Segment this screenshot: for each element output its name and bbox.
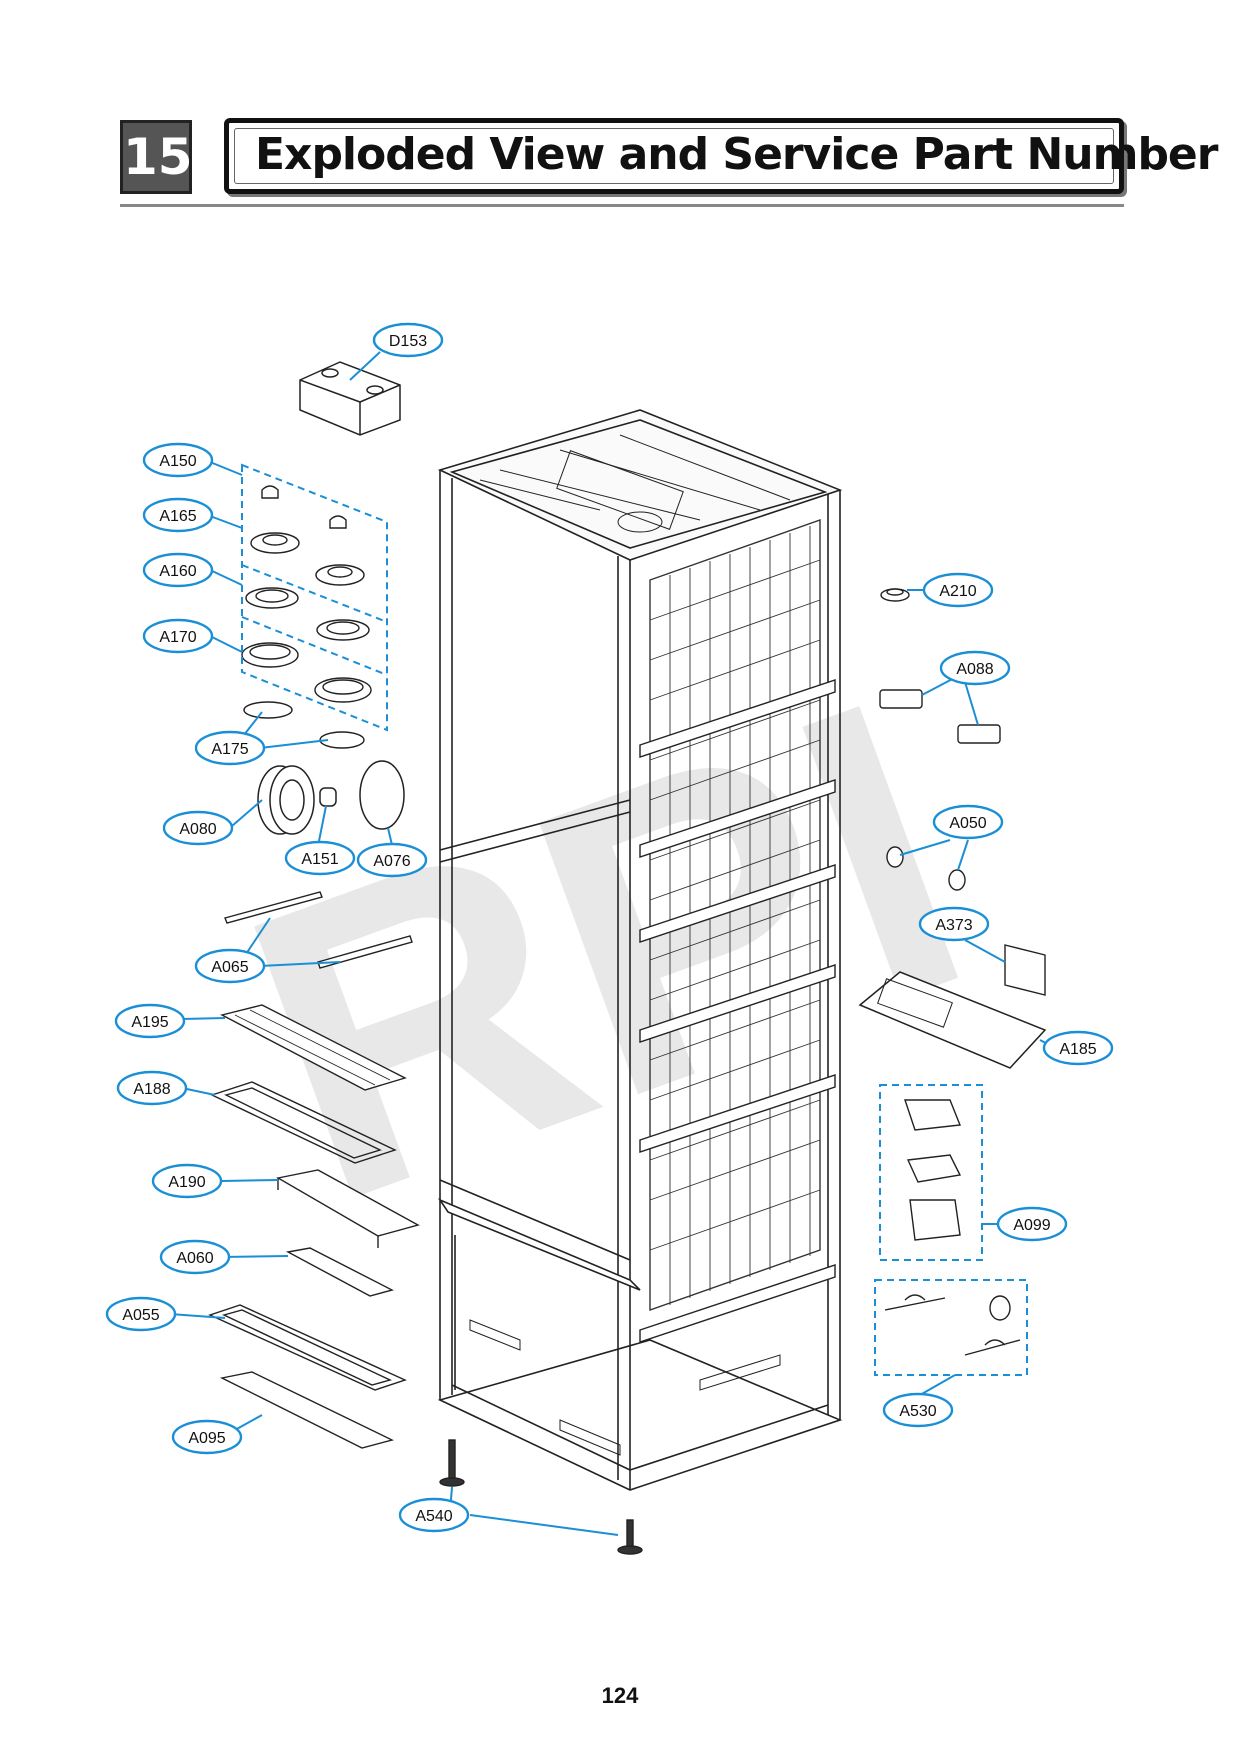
part-a210-drawing	[880, 588, 910, 602]
callout-a185: A185	[1042, 1030, 1114, 1066]
callout-a076: A076	[356, 842, 428, 878]
part-a060-a055-a095-drawings	[208, 1247, 407, 1449]
title-underline	[120, 204, 1124, 207]
part-a088-drawings	[879, 689, 1001, 744]
callout-a190: A190	[151, 1163, 223, 1199]
part-d153-drawing	[299, 361, 401, 436]
svg-text:A210: A210	[939, 583, 976, 600]
refrigerator-cabinet-frame	[437, 409, 843, 1491]
callout-a060: A060	[159, 1239, 231, 1275]
part-a195-a188-a190-drawings	[210, 1004, 420, 1248]
section-number-badge: 15	[120, 120, 193, 194]
callout-a065: A065	[194, 948, 266, 984]
svg-text:A050: A050	[949, 815, 986, 832]
callout-a195: A195	[114, 1003, 186, 1039]
part-a050-drawings	[886, 846, 966, 891]
svg-text:A165: A165	[159, 508, 196, 525]
leader-lines	[169, 351, 1056, 1536]
svg-text:A150: A150	[159, 453, 196, 470]
svg-text:A540: A540	[415, 1508, 452, 1525]
callout-a095: A095	[171, 1419, 243, 1455]
svg-text:A065: A065	[211, 959, 248, 976]
page-title: Exploded View and Service Part Number	[255, 129, 1218, 180]
callout-a088: A088	[939, 650, 1011, 686]
callout-a188: A188	[116, 1070, 188, 1106]
callout-a175: A175	[194, 730, 266, 766]
svg-text:D153: D153	[389, 333, 427, 350]
svg-text:A190: A190	[168, 1174, 205, 1191]
callout-d153: D153	[372, 322, 444, 358]
page-number: 124	[601, 1683, 639, 1708]
callout-a080: A080	[162, 810, 234, 846]
svg-text:A060: A060	[176, 1250, 213, 1267]
part-a065-drawings	[224, 891, 413, 969]
callout-a099: A099	[996, 1206, 1068, 1242]
callouts: D153 A150 A165 A160 A170 A175 A080 A151 …	[105, 322, 1114, 1533]
cabinet-back-grid	[649, 519, 821, 1311]
svg-text:A170: A170	[159, 629, 196, 646]
callout-a170: A170	[142, 618, 214, 654]
svg-text:A095: A095	[188, 1430, 225, 1447]
callout-a055: A055	[105, 1296, 177, 1332]
part-a540-drawings	[439, 1439, 643, 1555]
part-a080-a151-a076-drawings	[257, 760, 405, 835]
svg-text:A188: A188	[133, 1081, 170, 1098]
svg-text:A099: A099	[1013, 1217, 1050, 1234]
svg-text:A373: A373	[935, 917, 972, 934]
svg-text:A080: A080	[179, 821, 216, 838]
svg-text:A195: A195	[131, 1014, 168, 1031]
callout-a165: A165	[142, 497, 214, 533]
group-boxes	[241, 463, 1028, 1376]
part-a150-a170-drawings	[241, 485, 372, 749]
callout-a150: A150	[142, 442, 214, 478]
svg-text:A076: A076	[373, 853, 410, 870]
svg-text:A175: A175	[211, 741, 248, 758]
part-a373-drawing	[1004, 944, 1046, 996]
part-a185-drawing	[858, 971, 1047, 1069]
callout-a151: A151	[284, 840, 356, 876]
svg-text:A185: A185	[1059, 1041, 1096, 1058]
title-box: Exploded View and Service Part Number	[224, 118, 1218, 194]
svg-text:A530: A530	[899, 1403, 936, 1420]
svg-text:A088: A088	[956, 661, 993, 678]
part-a530-drawings	[884, 1294, 1021, 1356]
callout-a373: A373	[918, 906, 990, 942]
callout-a160: A160	[142, 552, 214, 588]
shelf-rails	[639, 679, 836, 1343]
part-a099-drawings	[904, 1099, 962, 1241]
svg-text:A160: A160	[159, 563, 196, 580]
svg-text:A055: A055	[122, 1307, 159, 1324]
callout-a540: A540	[398, 1497, 470, 1533]
callout-a530: A530	[882, 1392, 954, 1428]
callout-a050: A050	[932, 804, 1004, 840]
title-box-inner-border	[234, 128, 1114, 184]
svg-text:A151: A151	[301, 851, 338, 868]
callout-a210: A210	[922, 572, 994, 608]
